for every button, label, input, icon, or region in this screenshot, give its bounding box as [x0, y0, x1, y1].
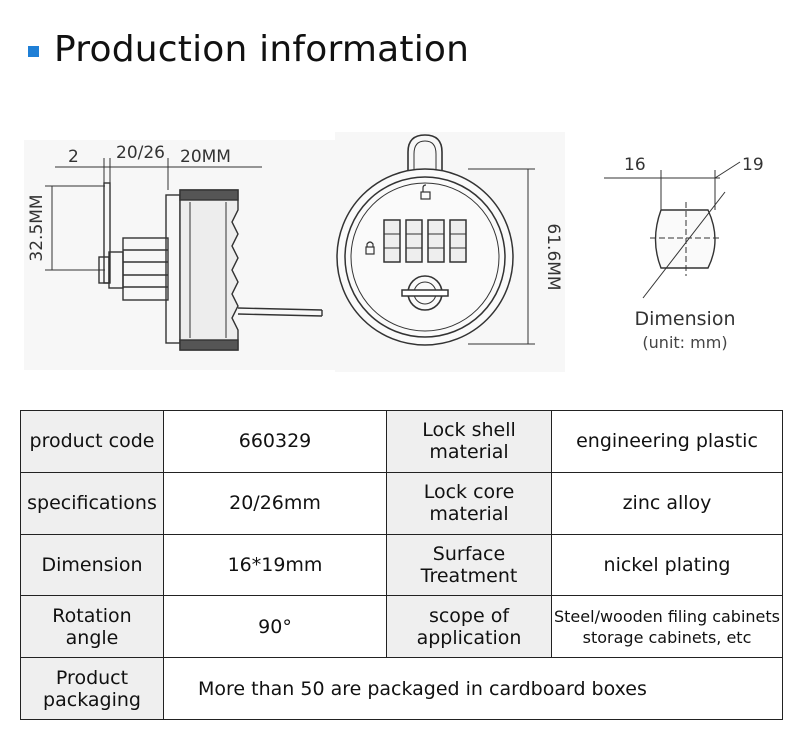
- dim-32-5mm-label: 32.5MM: [27, 194, 47, 261]
- side-view-drawing: [24, 140, 339, 370]
- dimension-caption: Dimension (unit: mm): [600, 308, 770, 352]
- dimension-caption-title: Dimension: [634, 308, 736, 330]
- table-row: Dimension 16*19mm Surface Treatment nick…: [20, 533, 783, 597]
- lock-core-material-label: Lock core material: [386, 471, 552, 535]
- page-header: Production information: [28, 22, 469, 76]
- specifications-label: specifications: [20, 471, 164, 535]
- drawing-canvas: 2 20/26 20MM 32.5MM: [24, 132, 764, 372]
- dim-2-label: 2: [68, 147, 79, 167]
- dim-19-label: 19: [742, 155, 764, 175]
- product-code-label: product code: [20, 410, 164, 473]
- rotation-angle-value: 90°: [163, 595, 387, 659]
- lock-shell-material-value: engineering plastic: [551, 410, 783, 473]
- table-row: Product packaging More than 50 are packa…: [20, 657, 783, 720]
- table-row: product code 660329 Lock shell material …: [20, 410, 783, 473]
- spec-table: product code 660329 Lock shell material …: [20, 410, 783, 720]
- surface-treatment-value: nickel plating: [551, 533, 783, 597]
- dim-20mm-label: 20MM: [180, 147, 231, 167]
- table-row: specifications 20/26mm Lock core materia…: [20, 471, 783, 535]
- front-view-drawing: [335, 132, 565, 372]
- dim-61-6mm-label: 61.6MM: [543, 223, 563, 290]
- lock-core-material-value: zinc alloy: [551, 471, 783, 535]
- dimension-label: Dimension: [20, 533, 164, 597]
- dimension-caption-unit: (unit: mm): [642, 333, 728, 352]
- technical-drawings: 2 20/26 20MM 32.5MM: [0, 110, 800, 375]
- specifications-value: 20/26mm: [163, 471, 387, 535]
- product-packaging-value: More than 50 are packaged in cardboard b…: [163, 657, 783, 720]
- scope-of-application-value: Steel/wooden filing cabinets storage cab…: [551, 595, 783, 659]
- lock-shell-material-label: Lock shell material: [386, 410, 552, 473]
- square-bullet-icon: [28, 45, 39, 57]
- surface-treatment-label: Surface Treatment: [386, 533, 552, 597]
- dim-16-label: 16: [624, 155, 646, 175]
- product-packaging-label: Product packaging: [20, 657, 164, 720]
- section-view-drawing: [604, 161, 741, 299]
- dimension-value: 16*19mm: [163, 533, 387, 597]
- product-code-value: 660329: [163, 410, 387, 473]
- rotation-angle-label: Rotation angle: [20, 595, 164, 659]
- dim-20-26-label: 20/26: [116, 143, 165, 163]
- page-title: Production information: [54, 28, 470, 70]
- scope-of-application-label: scope of application: [386, 595, 552, 659]
- table-row: Rotation angle 90° scope of application …: [20, 595, 783, 659]
